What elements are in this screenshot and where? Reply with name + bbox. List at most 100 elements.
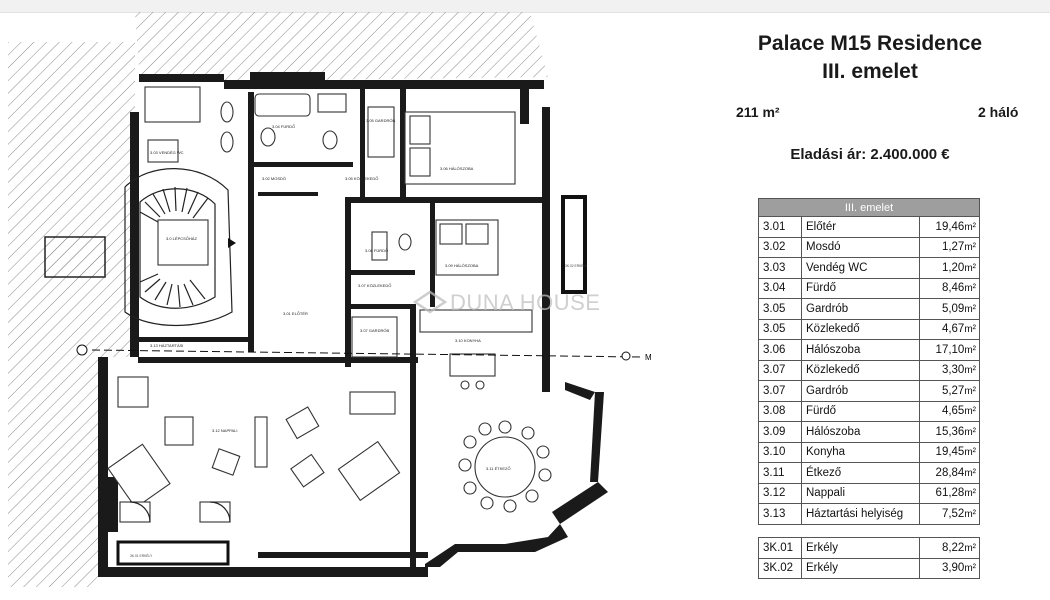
- room-name: Közlekedő: [801, 359, 920, 381]
- room-area-unit: m²: [964, 467, 976, 479]
- room-area: 15,36m²: [919, 421, 980, 443]
- room-area-unit: m²: [964, 365, 976, 377]
- room-name: Fürdő: [801, 400, 920, 422]
- room-code: 3.13: [758, 503, 802, 525]
- section-mark-label: M: [645, 353, 652, 362]
- label-guest-wc: 3.03 VENDÉG WC: [150, 150, 184, 155]
- room-code: 3.08: [758, 400, 802, 422]
- room-area-unit: m²: [964, 542, 976, 554]
- living-room-furniture: [107, 376, 401, 523]
- room-area: 5,27m²: [919, 380, 980, 402]
- floor-title: III. emelet: [822, 60, 918, 83]
- label-wc: 3.02 MOSDÓ: [262, 176, 286, 181]
- room-code: 3.04: [758, 277, 802, 299]
- room-area: 3,30m²: [919, 359, 980, 381]
- room-code: 3.07: [758, 359, 802, 381]
- room-area: 3,90m²: [919, 557, 980, 579]
- room-table-heading: III. emelet: [758, 198, 980, 217]
- room-area-value: 4,67: [941, 323, 965, 336]
- total-area: 211 m²: [736, 104, 780, 120]
- room-area-unit: m²: [964, 221, 976, 233]
- label-corr1: 3.05 KÖZLEKEDŐ: [345, 176, 378, 181]
- label-bath1: 3.04 FÜRDŐ: [272, 124, 295, 129]
- room-area: 1,20m²: [919, 257, 980, 279]
- room-code: 3K.01: [758, 537, 802, 559]
- room-name: Étkező: [801, 462, 920, 484]
- label-stair: 3.0 LÉPCSŐHÁZ: [166, 236, 197, 241]
- label-ward2: 3.07 GARDRÓB: [360, 328, 389, 333]
- room-area-unit: m²: [964, 406, 976, 418]
- room-area-value: 8,22: [941, 541, 965, 554]
- room-area-unit: m²: [964, 242, 976, 254]
- balconies: [116, 195, 587, 566]
- room-area-value: 19,45: [935, 446, 965, 459]
- room-code: 3.03: [758, 257, 802, 279]
- room-name: Erkély: [801, 537, 920, 559]
- room-area-value: 4,65: [941, 405, 965, 418]
- room-area: 61,28m²: [919, 482, 980, 504]
- room-labels: 3.0 LÉPCSŐHÁZ 3.01 ELŐTÉR 3.02 MOSDÓ 3.0…: [130, 118, 588, 558]
- room-area-unit: m²: [964, 344, 976, 356]
- label-bed2: 3.09 HÁLÓSZOBA: [445, 263, 479, 268]
- room-name: Közlekedő: [801, 318, 920, 340]
- room-area-unit: m²: [964, 488, 976, 500]
- room-area-value: 7,52: [941, 507, 965, 520]
- room-code: 3.11: [758, 462, 802, 484]
- room-code: 3.07: [758, 380, 802, 402]
- neighbour-hatch-stub: [44, 236, 106, 278]
- room-code: 3.10: [758, 441, 802, 463]
- room-area: 1,27m²: [919, 236, 980, 258]
- room-area-value: 3,30: [941, 364, 965, 377]
- label-ward1: 3.05 GARDRÓB: [366, 118, 395, 123]
- section-mark: M: [76, 344, 652, 362]
- room-area-unit: m²: [964, 283, 976, 295]
- room-name: Nappali: [801, 482, 920, 504]
- room-name: Vendég WC: [801, 257, 920, 279]
- room-code: 3.05: [758, 318, 802, 340]
- room-name: Hálószoba: [801, 421, 920, 443]
- room-name: Gardrób: [801, 380, 920, 402]
- label-living: 3.12 NAPPALI: [212, 428, 238, 433]
- room-area: 28,84m²: [919, 462, 980, 484]
- room-code: 3.09: [758, 421, 802, 443]
- room-area-unit: m²: [964, 447, 976, 459]
- room-area-value: 17,10: [935, 343, 965, 356]
- room-area: 19,45m²: [919, 441, 980, 463]
- room-area-unit: m²: [964, 303, 976, 315]
- bedroom-furniture: [367, 106, 516, 276]
- interior-walls: [108, 89, 545, 569]
- room-code: 3.05: [758, 298, 802, 320]
- room-area-unit: m²: [964, 324, 976, 336]
- room-name: Hálószoba: [801, 339, 920, 361]
- room-area-value: 61,28: [935, 487, 965, 500]
- label-kitchen: 3.10 KONYHA: [455, 338, 481, 343]
- bedroom-count: 2 háló: [978, 104, 1019, 120]
- room-area-value: 15,36: [935, 425, 965, 438]
- label-balcony1: 3K.01 ERKÉLY: [130, 553, 153, 558]
- room-area-value: 3,90: [941, 562, 965, 575]
- room-name: Fürdő: [801, 277, 920, 299]
- room-area-value: 5,09: [941, 302, 965, 315]
- dining-table: [458, 420, 552, 513]
- room-area: 7,52m²: [919, 503, 980, 525]
- room-name: Háztartási helyiség: [801, 503, 920, 525]
- room-area-unit: m²: [964, 426, 976, 438]
- room-code: 3.12: [758, 482, 802, 504]
- room-area-value: 8,46: [941, 282, 965, 295]
- room-area: 5,09m²: [919, 298, 980, 320]
- room-area-unit: m²: [964, 563, 976, 575]
- room-code: 3.06: [758, 339, 802, 361]
- label-corr2: 3.07 KÖZLEKEDŐ: [358, 283, 391, 288]
- room-area-unit: m²: [964, 262, 976, 274]
- room-area: 19,46m²: [919, 216, 980, 238]
- room-area-unit: m²: [964, 385, 976, 397]
